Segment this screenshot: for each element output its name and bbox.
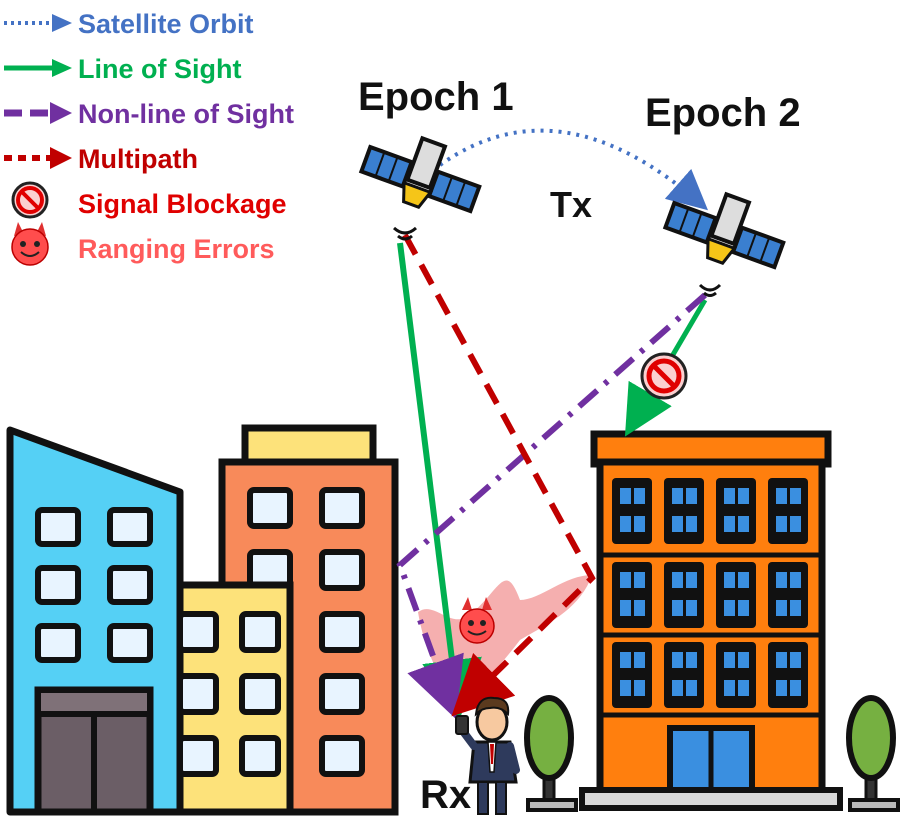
signal-waves-icon bbox=[698, 283, 722, 297]
legend-label: Signal Blockage bbox=[78, 189, 287, 219]
legend-item-nlos: Non-line of Sight bbox=[4, 99, 294, 129]
tower-window bbox=[768, 562, 808, 628]
window-pane bbox=[634, 488, 645, 504]
window-pane bbox=[776, 572, 787, 588]
tower-window bbox=[612, 478, 652, 544]
window-pane bbox=[776, 600, 787, 616]
window-pane bbox=[672, 600, 683, 616]
window-pane bbox=[738, 572, 749, 588]
tower-window bbox=[768, 642, 808, 708]
window-pane bbox=[738, 516, 749, 532]
window-pane bbox=[724, 488, 735, 504]
window-pane bbox=[776, 652, 787, 668]
window-pane bbox=[686, 600, 697, 616]
window-pane bbox=[790, 572, 801, 588]
window-pane bbox=[776, 680, 787, 696]
tower-window bbox=[612, 642, 652, 708]
phone-icon bbox=[455, 715, 469, 735]
tower-window bbox=[664, 562, 704, 628]
window-pane bbox=[724, 652, 735, 668]
window-pane bbox=[672, 572, 683, 588]
tree-right bbox=[846, 695, 900, 812]
epoch1-label: Epoch 1 bbox=[358, 75, 514, 119]
legend-label: Satellite Orbit bbox=[78, 9, 254, 39]
blue-building bbox=[6, 426, 184, 816]
legend-item-signal-blockage: Signal Blockage bbox=[11, 181, 287, 219]
legend-item-multipath: Multipath bbox=[4, 144, 198, 174]
window-pane bbox=[686, 680, 697, 696]
window-pane bbox=[686, 488, 697, 504]
satellite-orbit-arc bbox=[438, 128, 709, 211]
window-pane bbox=[790, 516, 801, 532]
window-pane bbox=[672, 652, 683, 668]
rx-label: Rx bbox=[420, 773, 471, 817]
receiver-person-icon bbox=[455, 696, 520, 815]
window-pane bbox=[634, 652, 645, 668]
window-pane bbox=[724, 680, 735, 696]
legend-label: Multipath bbox=[78, 144, 198, 174]
window-pane bbox=[686, 572, 697, 588]
legend-item-ranging-errors: Ranging Errors bbox=[11, 222, 275, 266]
window-pane bbox=[634, 572, 645, 588]
window-pane bbox=[634, 516, 645, 532]
window-pane bbox=[790, 680, 801, 696]
right-tall-building bbox=[579, 430, 843, 811]
legend-item-satellite-orbit: Satellite Orbit bbox=[4, 9, 254, 39]
window-pane bbox=[724, 572, 735, 588]
tower-window bbox=[716, 642, 756, 708]
tree-left bbox=[524, 695, 578, 812]
window-pane bbox=[620, 516, 631, 532]
tower-windows bbox=[612, 478, 808, 708]
prohibited-icon bbox=[11, 181, 49, 219]
window-pane bbox=[634, 680, 645, 696]
devil-icon bbox=[459, 597, 495, 644]
tower-window bbox=[664, 478, 704, 544]
window-pane bbox=[686, 516, 697, 532]
window-pane bbox=[672, 516, 683, 532]
window-pane bbox=[672, 680, 683, 696]
window-pane bbox=[620, 572, 631, 588]
window-pane bbox=[790, 600, 801, 616]
window-pane bbox=[620, 488, 631, 504]
tx-label: Tx bbox=[550, 184, 592, 225]
tower-window bbox=[716, 478, 756, 544]
window-pane bbox=[686, 652, 697, 668]
window-pane bbox=[724, 600, 735, 616]
window-pane bbox=[724, 516, 735, 532]
legend-label: Non-line of Sight bbox=[78, 99, 294, 129]
signal-waves-icon bbox=[392, 226, 418, 241]
window-pane bbox=[738, 652, 749, 668]
yellow-building bbox=[176, 581, 294, 816]
epoch2-label: Epoch 2 bbox=[645, 91, 801, 135]
nlos-path bbox=[396, 292, 707, 720]
window-pane bbox=[738, 488, 749, 504]
legend: Satellite Orbit Line of Sight Non-line o… bbox=[4, 9, 294, 266]
window-pane bbox=[776, 488, 787, 504]
window-pane bbox=[634, 600, 645, 616]
tower-window bbox=[664, 642, 704, 708]
multipath-path bbox=[402, 233, 596, 717]
window-pane bbox=[620, 680, 631, 696]
window-pane bbox=[620, 600, 631, 616]
window-pane bbox=[790, 652, 801, 668]
tower-window bbox=[768, 478, 808, 544]
legend-label: Ranging Errors bbox=[78, 234, 275, 264]
window-pane bbox=[790, 488, 801, 504]
los-path-epoch1 bbox=[397, 242, 482, 720]
window-pane bbox=[672, 488, 683, 504]
window-pane bbox=[738, 680, 749, 696]
window-pane bbox=[776, 516, 787, 532]
window-pane bbox=[620, 652, 631, 668]
satellite-epoch1-icon bbox=[358, 135, 482, 214]
legend-item-line-of-sight: Line of Sight bbox=[4, 54, 241, 84]
tower-window bbox=[716, 562, 756, 628]
satellite-epoch2-icon bbox=[662, 191, 786, 270]
signal-blockage-icon bbox=[640, 352, 688, 400]
legend-label: Line of Sight bbox=[78, 54, 241, 84]
tower-window bbox=[612, 562, 652, 628]
window-pane bbox=[738, 600, 749, 616]
devil-icon bbox=[11, 222, 49, 266]
